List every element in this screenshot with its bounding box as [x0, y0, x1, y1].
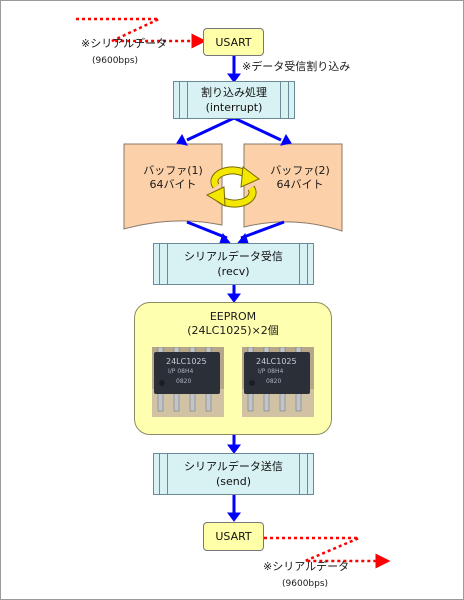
serial-send-sublabel: (send) — [215, 475, 252, 488]
eeprom-chip-photo-2: 24LC1025 I/P 08H4 0820 — [242, 347, 314, 417]
chip-2-date: 0820 — [266, 378, 281, 385]
usart-out-label: USART — [215, 530, 252, 543]
data-interrupt-label: ※データ受信割り込み — [242, 60, 351, 73]
interrupt-process-sublabel: (interrupt) — [205, 101, 263, 114]
serial-out-baud-label: (9600bps) — [282, 579, 329, 589]
buffer-1-label: バッファ(1) — [143, 164, 203, 177]
eeprom-title: EEPROM — [209, 310, 257, 323]
chip-2-lot: I/P 08H4 — [258, 368, 283, 375]
buffer-2-node: バッファ(2) 64バイト — [251, 164, 349, 192]
serial-in-label: ※シリアルデータ — [81, 37, 168, 50]
chip-1-date: 0820 — [176, 378, 191, 385]
serial-in-dashed-line — [76, 17, 207, 49]
usart-out-node: USART — [203, 522, 264, 551]
serial-out-label: ※シリアルデータ — [263, 560, 350, 573]
eeprom-sublabel: (24LC1025)×2個 — [187, 324, 279, 337]
chip-1-part: 24LC1025 — [166, 357, 207, 366]
chip-1-lot: I/P 08H4 — [168, 368, 193, 375]
serial-receive-sublabel: (recv) — [217, 265, 250, 278]
buffer-1-size: 64バイト — [149, 178, 197, 191]
buffer-swap-cycle-icon — [205, 166, 260, 208]
serial-out-dashed-line — [264, 536, 391, 569]
eeprom-node: EEPROM (24LC1025)×2個 24LC1025 — [134, 302, 332, 435]
buffer-1-node: バッファ(1) 64バイト — [124, 164, 222, 192]
serial-send-node: シリアルデータ送信 (send) — [153, 453, 314, 495]
buffer-2-size: 64バイト — [276, 178, 324, 191]
chip-2-part: 24LC1025 — [256, 357, 297, 366]
buffer-2-shape — [243, 143, 343, 232]
interrupt-process-label: 割り込み処理 — [201, 86, 267, 99]
flow-arrows — [176, 56, 292, 522]
serial-send-label: シリアルデータ送信 — [184, 460, 283, 473]
serial-receive-node: シリアルデータ受信 (recv) — [153, 243, 314, 285]
serial-receive-label: シリアルデータ受信 — [184, 250, 283, 263]
usart-in-label: USART — [215, 35, 252, 49]
eeprom-chip-photo-1: 24LC1025 I/P 08H4 0820 — [152, 347, 224, 417]
usart-in-node: USART — [203, 28, 264, 56]
serial-in-baud-label: (9600bps) — [92, 56, 139, 66]
buffer-1-shape — [123, 143, 223, 230]
buffer-2-label: バッファ(2) — [270, 164, 330, 177]
interrupt-process-node: 割り込み処理 (interrupt) — [173, 81, 295, 119]
